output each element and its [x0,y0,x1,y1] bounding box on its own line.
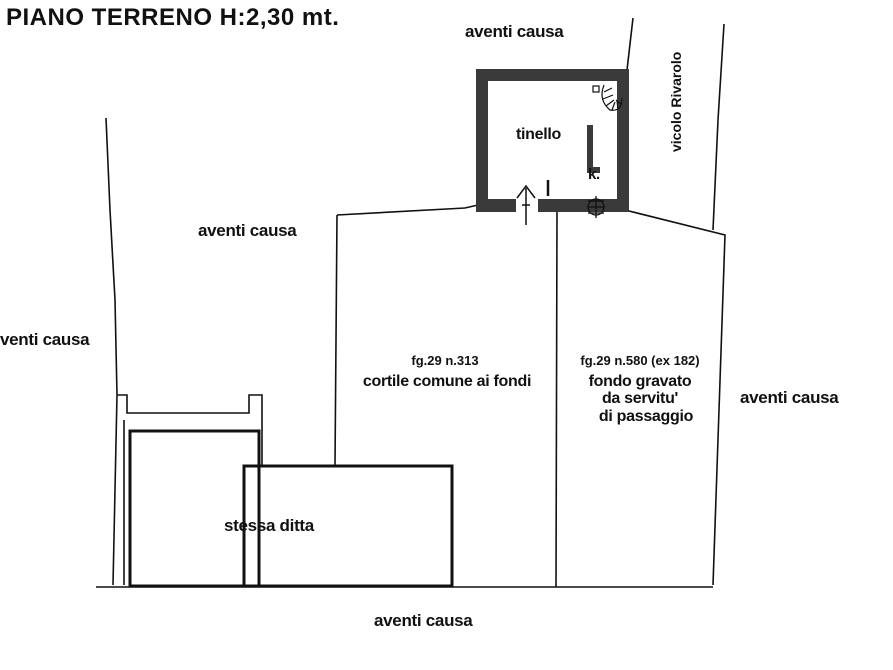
parcel-divider-line [555,211,558,588]
left-boundary-line [105,117,118,586]
parcel-580-desc-line2: da servitu' [601,390,679,407]
parcel-313-description: cortile comune ai fondi [362,373,532,390]
room-label-tinello: tinello [516,126,562,143]
room-label-kitchen: k. [588,166,600,183]
building-block-left [128,429,261,588]
right-parcel-boundary [624,209,726,586]
left-annex-outline [117,394,263,465]
street-left-edge-line [626,17,634,71]
courtyard-top-line [336,204,479,216]
neighbor-label-left: venti causa [0,330,90,349]
street-right-edge-line [712,23,725,231]
same-owner-label: stessa ditta [224,516,314,535]
parcel-580-desc-line3: di passaggio [598,408,694,425]
parcel-580-desc-line1: fondo gravato [588,373,692,390]
neighbor-label-right: aventi causa [740,388,839,407]
neighbor-label-top: aventi causa [465,22,564,41]
parcel-580-ref: fg.29 n.580 (ex 182) [580,353,700,368]
kitchen-appliance-symbol [587,196,605,218]
building-block-right [242,464,454,588]
spiral-stair-symbol [592,84,623,111]
tinello-partition [587,125,600,173]
plan-title: PIANO TERRENO H:2,30 mt. [6,4,340,31]
entry-arrow-icon [516,184,536,225]
neighbor-label-upper-left: aventi causa [198,221,297,240]
parcel-313-ref: fg.29 n.313 [411,353,479,368]
tinello-walls [476,69,629,212]
neighbor-label-bottom: aventi causa [374,611,473,630]
street-name-label: vicolo Rivarolo [668,51,684,152]
courtyard-left-line [334,214,338,466]
